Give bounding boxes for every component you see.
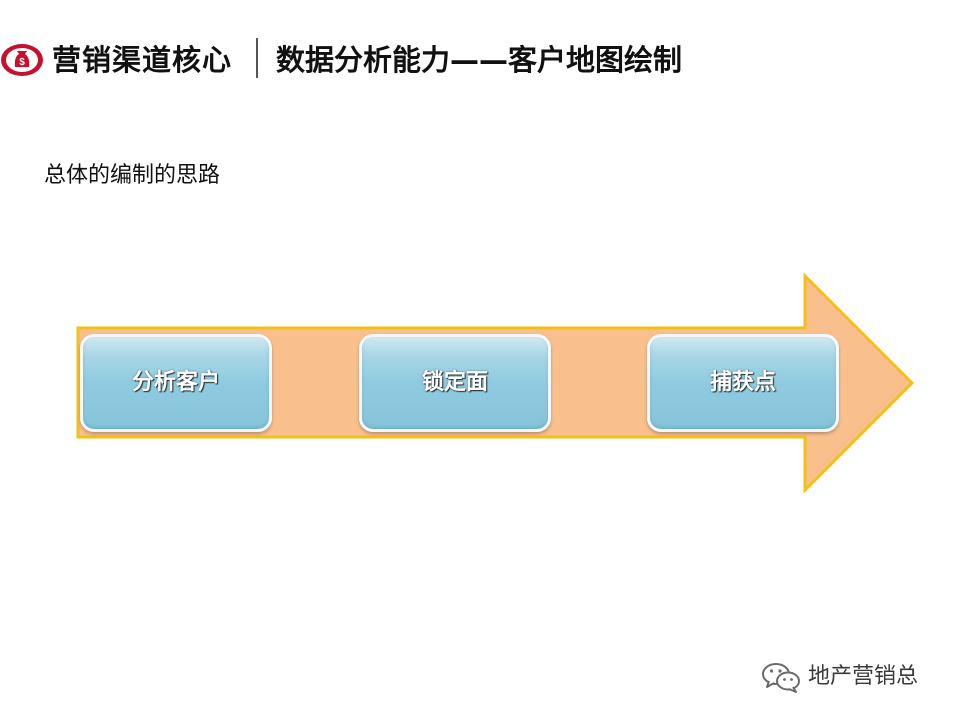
step-label: 捕获点 bbox=[709, 370, 776, 395]
subtitle: 总体的编制的思路 bbox=[44, 163, 221, 188]
step-label: 分析客户 bbox=[131, 370, 220, 395]
header: $ 营销渠道核心 数据分析能力——客户地图绘制 bbox=[0, 36, 960, 84]
step-label: 锁定面 bbox=[421, 370, 488, 395]
wechat-icon bbox=[762, 663, 800, 693]
logo-symbol: $ bbox=[19, 57, 25, 68]
section-title: 营销渠道核心 bbox=[52, 43, 233, 77]
page-title: 数据分析能力——客户地图绘制 bbox=[276, 43, 683, 77]
step-capture-point: 捕获点 bbox=[647, 334, 839, 432]
title-divider bbox=[256, 38, 258, 78]
step-lock-area: 锁定面 bbox=[359, 334, 551, 432]
watermark-text: 地产营销总 bbox=[808, 664, 919, 689]
money-bag-icon: $ bbox=[1, 44, 43, 76]
step-analyze-customers: 分析客户 bbox=[80, 334, 272, 432]
watermark: 地产营销总 bbox=[760, 660, 918, 694]
